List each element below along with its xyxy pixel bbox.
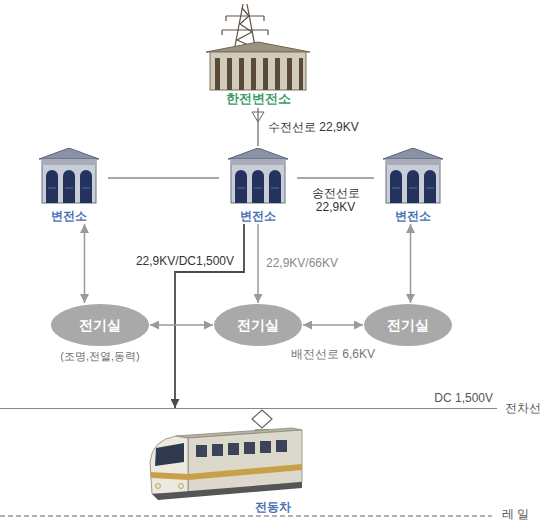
line-label: 전차선 [505,401,541,415]
connector [257,108,258,146]
train: 전동차 [150,428,305,514]
kepco-building-icon [206,42,310,90]
electric-room: 전기실 [213,303,303,347]
node-title: 변전소 [395,209,431,223]
pantograph [252,410,272,430]
ellipse-shape [51,304,149,346]
edge-label: 22,9KV/66KV [264,256,340,270]
node-title: 변전소 [240,209,276,223]
node-title: 전기실 [79,317,121,334]
node-note: (조명,전열,동력) [60,350,139,363]
substation: 변전소 [219,146,297,224]
connector [410,224,412,303]
node-title: 전기실 [237,317,279,334]
substation: 변전소 [30,146,108,224]
station-name: 한전변전소 [226,91,291,107]
connector [257,224,259,303]
electric-room: 전기실 (조명,전열,동력) [50,303,150,367]
substation: 변전소 [374,146,452,224]
catenary-line: DC 1,500V전차선 [0,408,497,409]
connector [84,224,86,303]
edge-label: 수전선로 22,9KV [266,120,361,134]
edge-label: 배전선로 6,6KV [289,347,377,361]
rail-label: 레 일 [500,507,531,521]
line-label: DC 1,500V [434,391,493,405]
edge-label: 송전선로 22,9KV [303,186,369,215]
electric-room: 전기실 [363,303,453,347]
node-title: 변전소 [51,209,87,223]
node-title: 전동차 [255,500,291,514]
connector [150,324,213,326]
kepco-substation: 한전변전소 [200,0,316,108]
ellipse-shape [214,304,302,346]
connector [303,324,363,326]
rail-line [0,515,492,517]
ellipse-shape [364,304,452,346]
connector [108,177,219,179]
train-illustration [150,428,302,500]
substation-icon [383,148,443,203]
node-title: 전기실 [387,317,429,334]
connector [297,177,374,179]
substation-icon [228,148,288,203]
edge-label: 22,9KV/DC1,500V [134,254,236,268]
substation-icon [39,148,99,203]
